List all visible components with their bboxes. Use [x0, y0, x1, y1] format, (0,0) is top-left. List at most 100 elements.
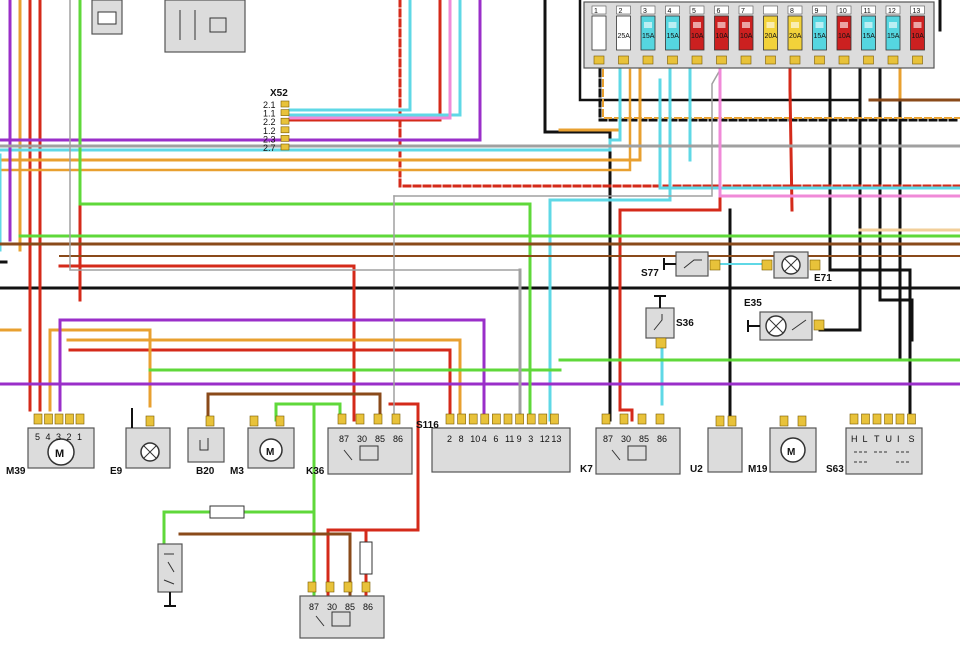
- fuse-number: 8: [790, 8, 794, 15]
- orange-wire: [0, 68, 632, 172]
- orange-wire: [602, 69, 960, 119]
- x52-pin: [280, 100, 290, 108]
- fuse-rating: 20A: [789, 33, 802, 40]
- pin-label: 87: [339, 434, 349, 444]
- red-wire: [618, 208, 634, 422]
- e9-label: E9: [110, 466, 123, 477]
- pin-terminal: [492, 413, 501, 425]
- pin-label: 5: [35, 432, 40, 442]
- s77-label: S77: [641, 268, 659, 279]
- black-wire: [598, 68, 960, 122]
- pin-terminal: [849, 413, 859, 425]
- pin-terminal: [373, 413, 383, 425]
- fuse-rating: 15A: [667, 33, 680, 40]
- b20-label: B20: [196, 466, 215, 477]
- red-wire: [788, 68, 794, 212]
- red-wire: [288, 0, 442, 122]
- fuse-icon: [591, 15, 607, 51]
- fuse-number: 3: [643, 8, 647, 15]
- pin-label: 4: [482, 434, 487, 444]
- e9-lamp: E9: [110, 408, 171, 477]
- pin-label: 6: [493, 434, 498, 444]
- pin-terminal: [361, 581, 371, 593]
- pin-label: 8: [459, 434, 464, 444]
- pin-label: 3: [56, 432, 61, 442]
- x52-pin: [280, 143, 290, 151]
- pin-label: 1: [77, 432, 82, 442]
- pin-label: 85: [345, 602, 355, 612]
- x52-pin-label: 1.2: [263, 126, 276, 136]
- pin-terminal: [637, 413, 647, 425]
- pin-terminal: [550, 413, 559, 425]
- pin-terminal: [538, 413, 548, 425]
- pin-label: 30: [327, 602, 337, 612]
- s116-label: S116: [416, 420, 439, 431]
- pin-label: L: [863, 434, 868, 444]
- k36-label: K36: [306, 466, 325, 477]
- pin-label: 10: [470, 434, 480, 444]
- fuse-rating: 10A: [838, 33, 851, 40]
- motor-icon: [47, 438, 75, 466]
- pin-terminal: [54, 413, 64, 425]
- fuse-number: 10: [839, 8, 847, 15]
- x52-pin-label: 2.2: [263, 117, 276, 127]
- fuse-rating: 10A: [716, 33, 729, 40]
- top-relay-stub: [91, 0, 246, 53]
- cyan-wire: [288, 0, 412, 112]
- fuse-rating: 10A: [740, 33, 753, 40]
- pin-label: U: [886, 434, 893, 444]
- pin-terminal: [75, 413, 85, 425]
- pink-wire: [288, 0, 452, 120]
- pin-label: 30: [357, 434, 367, 444]
- black-wire: [543, 0, 612, 422]
- s36-switch: S36: [645, 295, 694, 349]
- pin-label: 86: [393, 434, 403, 444]
- x52-pin-label: 1.1: [263, 109, 276, 119]
- pin-terminal: [33, 413, 43, 425]
- x52-pin-label: 2.7: [263, 143, 276, 153]
- pin-terminal: [861, 413, 870, 425]
- svg-text:M: M: [266, 447, 274, 458]
- e71-label: E71: [814, 273, 832, 284]
- pin-label: 87: [603, 434, 613, 444]
- fuse-rating: 15A: [814, 33, 827, 40]
- pin-label: 9: [517, 434, 522, 444]
- pin-label: 2: [67, 432, 72, 442]
- pin-label: 4: [46, 432, 51, 442]
- grey-wire: [69, 0, 521, 271]
- pin-terminal: [895, 413, 905, 425]
- pin-terminal: [526, 413, 536, 425]
- x52-connector: X52 2.11.12.21.22.32.7: [263, 88, 290, 153]
- x52-pin: [280, 135, 290, 142]
- pin-label: 13: [551, 434, 561, 444]
- fuse-rating: 25A: [618, 33, 631, 40]
- pin-label: S: [909, 434, 915, 444]
- pin-terminal: [503, 413, 513, 425]
- pin-terminal: [619, 413, 629, 425]
- fuse-number: 1: [594, 8, 598, 15]
- green-wire: [78, 0, 532, 422]
- purple-wire: [58, 318, 486, 422]
- m3-motor: M M3: [230, 415, 295, 477]
- cyan-wire: [658, 78, 960, 190]
- green-wire: [274, 402, 342, 422]
- inline-fuse-1: [209, 505, 245, 519]
- pin-terminal: [480, 413, 490, 425]
- orange-wire: [0, 68, 642, 162]
- b20-sensor: B20: [187, 415, 225, 477]
- diode-switch: [157, 543, 183, 607]
- s36-label: S36: [676, 318, 694, 329]
- cyan-wire: [548, 68, 672, 202]
- pin-terminal: [337, 413, 347, 425]
- orange-wire: [898, 68, 960, 102]
- pin-terminal: [65, 413, 74, 425]
- fuse-rating: 15A: [887, 33, 900, 40]
- fuse-rating: 15A: [863, 33, 876, 40]
- fuse-box-housing: [583, 1, 935, 69]
- svg-text:M: M: [787, 447, 795, 458]
